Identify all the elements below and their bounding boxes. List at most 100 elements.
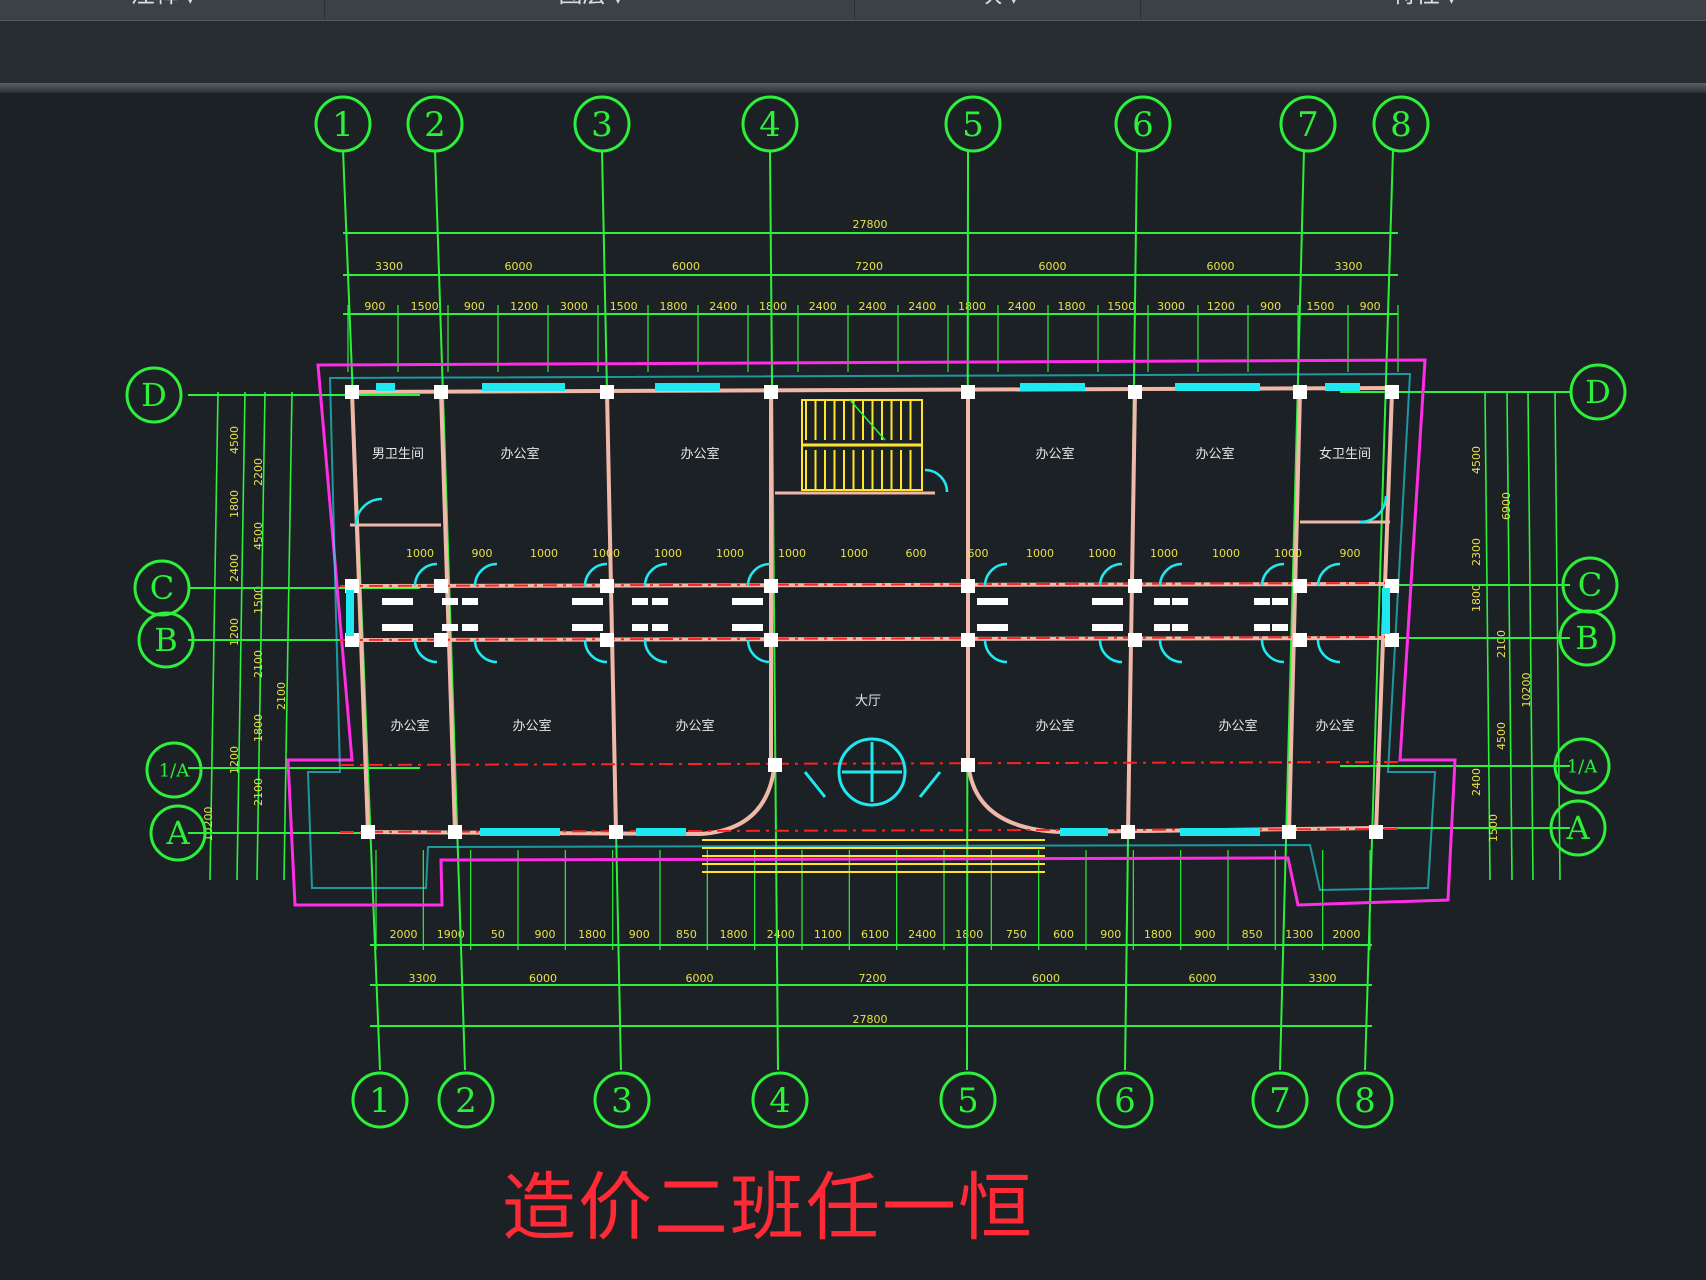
bottom-detail-dimension-label: 1100 [814, 928, 842, 941]
top-bay-dimension-label: 6000 [672, 260, 700, 273]
top-detail-dimension-label: 900 [1260, 300, 1281, 313]
axis-bubble-bottom [939, 1071, 997, 1129]
door-tag [1154, 598, 1170, 605]
door-tag [397, 598, 413, 605]
ribbon-group-properties[interactable]: 特性 ▾ [1141, 0, 1706, 20]
column [1128, 633, 1142, 647]
left-dimension-label: 4500 [252, 522, 265, 550]
room-label: 大厅 [855, 694, 881, 709]
wall-partition [439, 391, 457, 833]
axis-bubble-bottom-label: 3 [611, 1081, 633, 1121]
door-dimension-label: 1000 [840, 547, 868, 560]
axis-bubble-top-label: 3 [591, 105, 613, 145]
top-detail-dimension-label: 3000 [1157, 300, 1185, 313]
door-tag [632, 624, 648, 631]
door-swing [1260, 562, 1285, 587]
top-detail-dimension-label: 900 [1360, 300, 1381, 313]
left-dimension-line [283, 391, 293, 881]
door-dimension-label: 1000 [1088, 547, 1116, 560]
ribbon-group-layers[interactable]: 图层 ▾ [325, 0, 856, 20]
door-swing [746, 639, 771, 664]
ribbon-group-annotation[interactable]: 注释 ▾ [0, 0, 326, 20]
column [609, 825, 623, 839]
axis-bubble-bottom [1251, 1071, 1309, 1129]
chevron-down-icon[interactable]: ▾ [1010, 0, 1018, 8]
door-swing [1158, 562, 1183, 587]
chevron-down-icon[interactable]: ▾ [186, 0, 194, 8]
room-label: 办公室 [1315, 718, 1354, 734]
room-label: 办公室 [675, 718, 714, 734]
top-detail-dimension-label: 1500 [610, 300, 638, 313]
left-dimension-label: 2200 [252, 458, 265, 486]
door-swing [1359, 495, 1388, 524]
column [434, 633, 448, 647]
axis-bubble-top-label: 4 [759, 105, 781, 145]
chevron-down-icon[interactable]: ▾ [1447, 0, 1455, 8]
inner-wall-outline [306, 372, 1437, 892]
window [376, 383, 395, 391]
axis-bubble-top [1114, 95, 1172, 153]
left-dimension-line [236, 391, 246, 881]
column [600, 633, 614, 647]
axis-bubble-top [406, 95, 464, 153]
top-detail-dimension-label: 1500 [411, 300, 439, 313]
right-dimension-line [1506, 391, 1513, 881]
axis-bubble-left [137, 611, 195, 669]
left-dimension-line [209, 391, 219, 881]
bottom-detail-dimension-label: 1800 [955, 928, 983, 941]
door-dimension-label: 1000 [716, 547, 744, 560]
axis-bubble-top [1279, 95, 1337, 153]
door-tag [1272, 598, 1288, 605]
door-dimension-label: 1000 [1274, 547, 1302, 560]
door-swing [1098, 562, 1123, 587]
top-detail-dimension-label: 900 [464, 300, 485, 313]
wall-partition [1126, 391, 1137, 833]
door-tag [587, 624, 603, 631]
door-tag [1254, 624, 1270, 631]
column [345, 579, 359, 593]
axis-bubble-left-label: 1/A [159, 760, 191, 781]
door-tag [1154, 624, 1170, 631]
axis-bubble-top-label: 5 [962, 105, 984, 145]
axis-bubble-bottom [1336, 1071, 1394, 1129]
top-detail-dimension-label: 2400 [908, 300, 936, 313]
column [764, 385, 778, 399]
wall-partition [605, 391, 618, 833]
axis-grid-line-vertical [434, 149, 466, 1071]
right-dimension-label: 2300 [1470, 538, 1483, 566]
top-detail-dimension-label: 1800 [759, 300, 787, 313]
axis-bubble-top [314, 95, 372, 153]
right-dimension-label: 4500 [1470, 446, 1483, 474]
right-dimension-label: 2100 [1495, 630, 1508, 658]
top-bay-dimension-label: 3300 [1335, 260, 1363, 273]
bottom-detail-dimension-label: 2400 [767, 928, 795, 941]
column [600, 579, 614, 593]
room-label: 办公室 [1195, 446, 1234, 462]
door-tag [587, 598, 603, 605]
top-detail-dimension-label: 2400 [1008, 300, 1036, 313]
axis-bubble-left [145, 741, 203, 799]
top-total-dimension-label: 27800 [853, 218, 888, 231]
ribbon-group-block[interactable]: 块 ▾ [855, 0, 1141, 20]
hall-curved-wall-west [699, 759, 777, 836]
top-detail-dimension-label: 2400 [709, 300, 737, 313]
door-dimension-label: 1000 [654, 547, 682, 560]
axis-bubble-top [1372, 95, 1430, 153]
chevron-down-icon[interactable]: ▾ [614, 0, 622, 8]
axis-bubble-bottom [751, 1071, 809, 1129]
top-bay-dimension-label: 7200 [855, 260, 883, 273]
axis-grid-line-vertical [1364, 149, 1394, 1071]
room-label: 办公室 [390, 718, 429, 734]
door-tag [1254, 598, 1270, 605]
door-tag [732, 598, 748, 605]
bottom-detail-dimension-label: 1800 [578, 928, 606, 941]
axis-bubble-right-label: B [1575, 619, 1599, 657]
window [480, 828, 560, 836]
door-swing [473, 639, 498, 664]
bottom-detail-dimension-label: 1900 [437, 928, 465, 941]
right-dimension-label: 2400 [1470, 768, 1483, 796]
door-swing [643, 639, 668, 664]
bottom-detail-dimension-label: 900 [629, 928, 650, 941]
window [482, 383, 565, 391]
